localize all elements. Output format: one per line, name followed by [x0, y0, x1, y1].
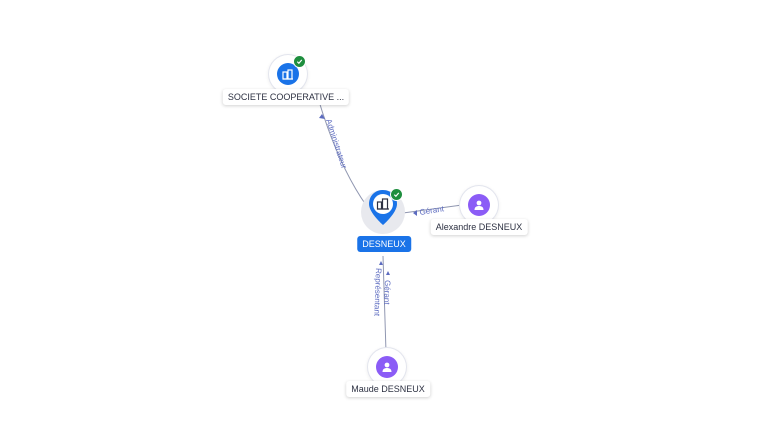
- edge-label-gerant-maude: Gérant: [382, 280, 392, 306]
- node-circle: [468, 194, 490, 216]
- node-label-cooperative[interactable]: SOCIETE COOPERATIVE ...: [222, 89, 350, 105]
- arrow-gerant-alexandre-icon: [413, 210, 417, 216]
- node-cooperative[interactable]: [268, 54, 308, 94]
- node-label-desneux[interactable]: DESNEUX: [357, 236, 411, 252]
- edge-label-gerant-alexandre: Gérant: [419, 204, 445, 217]
- person-icon: [474, 200, 484, 210]
- node-alexandre[interactable]: [459, 185, 499, 225]
- arrow-representant-icon: [379, 261, 383, 265]
- map-pin-icon: [369, 190, 397, 225]
- building-chart-icon: [282, 69, 293, 80]
- arrow-gerant-maude-icon: [386, 271, 390, 275]
- building-chart-icon: [376, 198, 389, 210]
- verified-check-icon: [293, 55, 306, 68]
- arrow-administrateur-icon: [319, 114, 325, 119]
- edge-gerant-alexandre: [402, 204, 463, 214]
- edge-label-representant: Représentant: [372, 268, 383, 317]
- node-label-alexandre[interactable]: Alexandre DESNEUX: [430, 219, 528, 235]
- node-maude[interactable]: [367, 347, 407, 387]
- node-label-maude[interactable]: Maude DESNEUX: [346, 381, 430, 397]
- edge-label-administrateur: Administrateur: [324, 118, 349, 170]
- node-circle: [277, 55, 306, 85]
- node-circle: [376, 356, 398, 378]
- edge-administrateur: [317, 97, 367, 206]
- verified-check-icon: [390, 188, 403, 201]
- edge-maude-desneux: [382, 255, 387, 353]
- node-desneux[interactable]: [360, 188, 406, 235]
- person-icon: [382, 362, 392, 372]
